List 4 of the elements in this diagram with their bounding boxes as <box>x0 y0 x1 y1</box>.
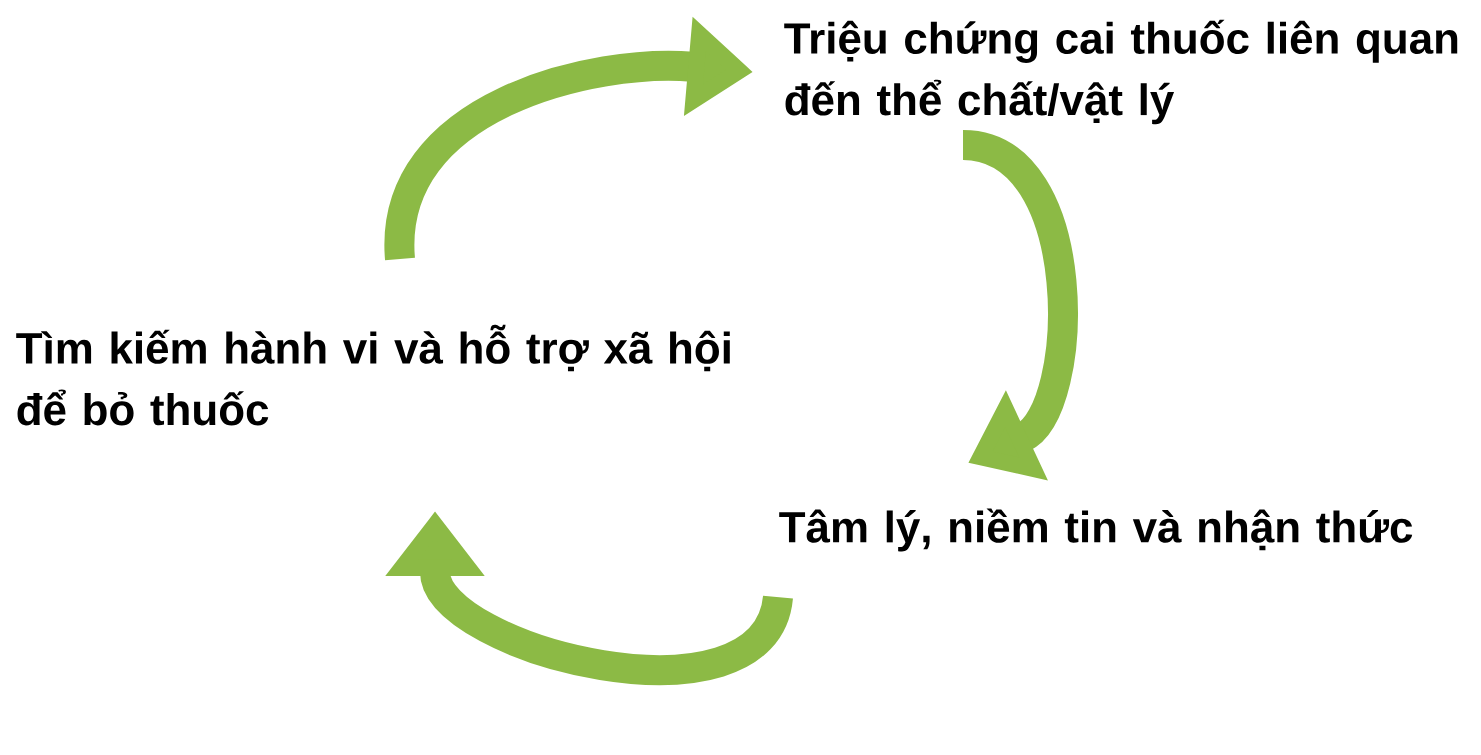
node-label: Triệu chứng cai thuốc liên quan đến thể chất/vật lý <box>784 19 1458 125</box>
node-label: Tìm kiếm hành vi và hỗ trợ xã hội để bỏ thuốc <box>16 324 730 426</box>
node-label: Tâm lý, niềm tin và nhận thức <box>779 508 1413 552</box>
curved-arrow <box>960 130 1078 481</box>
